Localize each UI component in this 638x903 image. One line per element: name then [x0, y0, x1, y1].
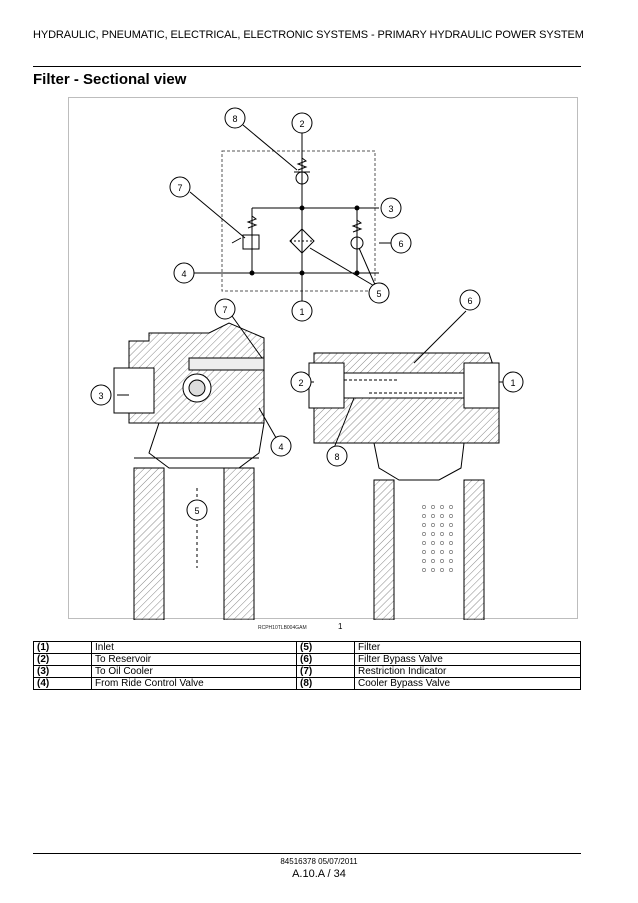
footer-page-number: A.10.A / 34 [292, 868, 346, 880]
section-title: Filter - Sectional view [33, 71, 187, 88]
footer-doc-ref: 84516378 05/07/2011 [280, 857, 358, 866]
callout-2-section: 2 [290, 371, 312, 393]
legend-label: Filter Bypass Valve [354, 653, 581, 666]
legend-label: To Reservoir [91, 653, 297, 666]
legend-label: To Oil Cooler [91, 665, 297, 678]
table-row: (3) To Oil Cooler (7) Restriction Indica… [33, 665, 581, 678]
callout-5-section: 5 [186, 499, 208, 521]
callout-3-schematic: 3 [380, 197, 402, 219]
callout-8-section: 8 [326, 445, 348, 467]
callout-7-schematic: 7 [169, 176, 191, 198]
svg-text:1: 1 [299, 307, 304, 317]
right-section [299, 310, 511, 620]
figure-number: 1 [338, 622, 343, 631]
legend-code: (2) [33, 653, 92, 666]
callout-5-schematic: 5 [368, 282, 390, 304]
svg-text:4: 4 [181, 269, 186, 279]
svg-text:6: 6 [467, 296, 472, 306]
callout-4-schematic: 4 [173, 262, 195, 284]
table-row: (4) From Ride Control Valve (8) Cooler B… [33, 677, 581, 690]
table-row: (1) Inlet (5) Filter [33, 641, 581, 654]
legend-table: (1) Inlet (5) Filter (2) To Reservoir (6… [33, 641, 581, 690]
callout-3-section: 3 [90, 384, 112, 406]
svg-text:5: 5 [194, 506, 199, 516]
figure-reference: RCPH10TLB004GAM [258, 625, 307, 631]
svg-text:5: 5 [376, 289, 381, 299]
callout-6-section: 6 [459, 289, 481, 311]
callout-8: 8 [224, 107, 246, 129]
svg-text:6: 6 [398, 239, 403, 249]
legend-label: Inlet [91, 641, 297, 654]
callout-1-schematic: 1 [291, 300, 313, 322]
legend-label: From Ride Control Valve [91, 677, 297, 690]
svg-text:2: 2 [298, 378, 303, 388]
svg-text:7: 7 [177, 183, 182, 193]
legend-label: Restriction Indicator [354, 665, 581, 678]
svg-text:3: 3 [98, 391, 103, 401]
left-section [113, 315, 280, 620]
header-rule [33, 66, 581, 67]
svg-text:1: 1 [510, 378, 515, 388]
legend-label: Cooler Bypass Valve [354, 677, 581, 690]
svg-text:8: 8 [334, 452, 339, 462]
table-row: (2) To Reservoir (6) Filter Bypass Valve [33, 653, 581, 666]
filter-sectional-diagram: 8 2 7 3 6 4 5 1 [90, 107, 524, 620]
header-title: HYDRAULIC, PNEUMATIC, ELECTRICAL, ELECTR… [33, 29, 584, 41]
legend-code: (6) [296, 653, 355, 666]
svg-text:3: 3 [388, 204, 393, 214]
legend-code: (7) [296, 665, 355, 678]
svg-text:7: 7 [222, 305, 227, 315]
svg-text:8: 8 [232, 114, 237, 124]
callout-1-section: 1 [502, 371, 524, 393]
svg-text:2: 2 [299, 119, 304, 129]
schematic [189, 124, 391, 308]
callout-7-section: 7 [214, 298, 236, 320]
legend-code: (1) [33, 641, 92, 654]
callout-6-schematic: 6 [390, 232, 412, 254]
legend-code: (4) [33, 677, 92, 690]
footer-rule [33, 853, 581, 854]
legend-code: (5) [296, 641, 355, 654]
svg-text:4: 4 [278, 442, 283, 452]
callout-2-schematic: 2 [291, 112, 313, 134]
legend-label: Filter [354, 641, 581, 654]
callout-4-section: 4 [270, 435, 292, 457]
figure-frame: 8 2 7 3 6 4 5 1 [68, 97, 578, 620]
legend-code: (8) [296, 677, 355, 690]
legend-code: (3) [33, 665, 92, 678]
